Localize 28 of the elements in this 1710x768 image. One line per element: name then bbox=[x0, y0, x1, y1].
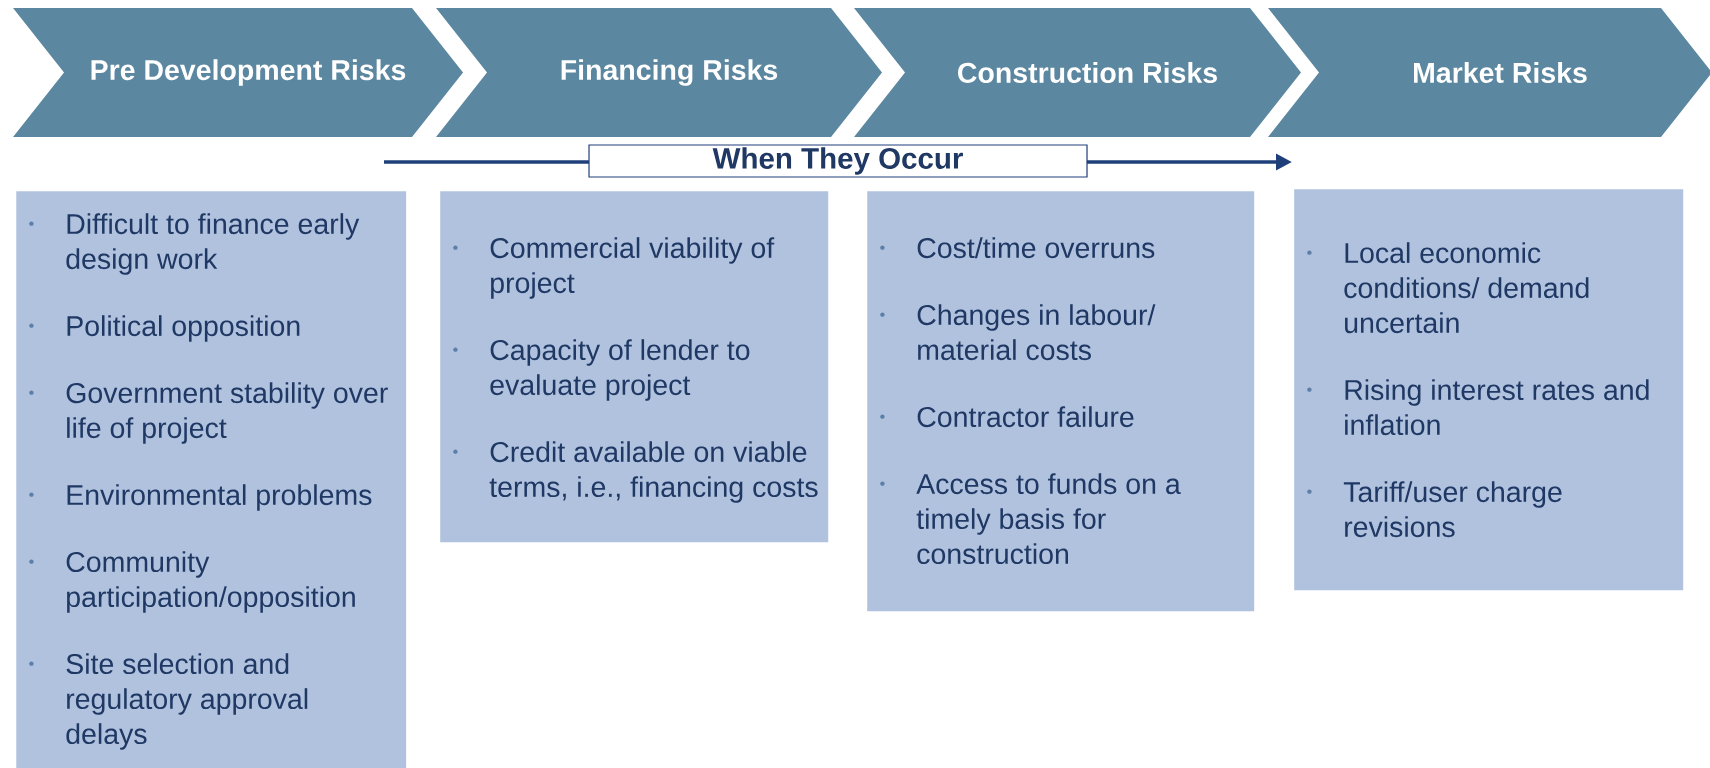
node-label: Market Risks bbox=[1414, 62, 1587, 83]
label-box: When They Occur bbox=[588, 144, 1088, 178]
bullet-item: Commercial viability of project bbox=[490, 237, 775, 299]
stage-banner: Market Risks bbox=[1268, 8, 1710, 137]
bullet-item: Capacity of lender to evaluate project bbox=[490, 339, 750, 401]
risk-box bbox=[867, 191, 1255, 612]
bullet-item: Environmental problems bbox=[67, 484, 372, 511]
bullet-item: Access to funds on a timely basis for construction bbox=[916, 473, 1181, 565]
bullet-item: Community participation/opposition bbox=[66, 551, 355, 613]
bullet-item: Difficult to finance early design work bbox=[66, 213, 360, 275]
bullet-item: Tariff/user charge revisions bbox=[1343, 481, 1562, 538]
bullet-item: Changes in labour/ material costs bbox=[917, 304, 1156, 361]
bullet-item: Rising interest rates and inflation bbox=[1345, 379, 1649, 436]
stage-banner: Construction Risks bbox=[854, 8, 1301, 137]
bullet-item: Site selection and regulatory approval delays bbox=[66, 653, 308, 750]
stage-banner: Financing Risks bbox=[436, 8, 882, 137]
bullet-item: Political opposition bbox=[67, 315, 300, 342]
bullet-item: Cost/time overruns bbox=[917, 237, 1155, 259]
risk-box bbox=[1294, 189, 1684, 591]
node-label: Construction Risks bbox=[958, 62, 1217, 83]
bullet-item: Credit available on viable terms, i.e., financing costs bbox=[489, 441, 818, 503]
node-label: Financing Risks bbox=[561, 59, 778, 86]
bullet-item: Government stability over life of project bbox=[66, 382, 388, 444]
risk-box bbox=[440, 191, 829, 543]
bullet-item: Contractor failure bbox=[917, 406, 1134, 428]
risk-box bbox=[16, 191, 407, 768]
bullet-item: Local economic conditions/ demand uncertain bbox=[1344, 242, 1589, 334]
stage-banner: Pre Development Risks bbox=[13, 8, 463, 137]
